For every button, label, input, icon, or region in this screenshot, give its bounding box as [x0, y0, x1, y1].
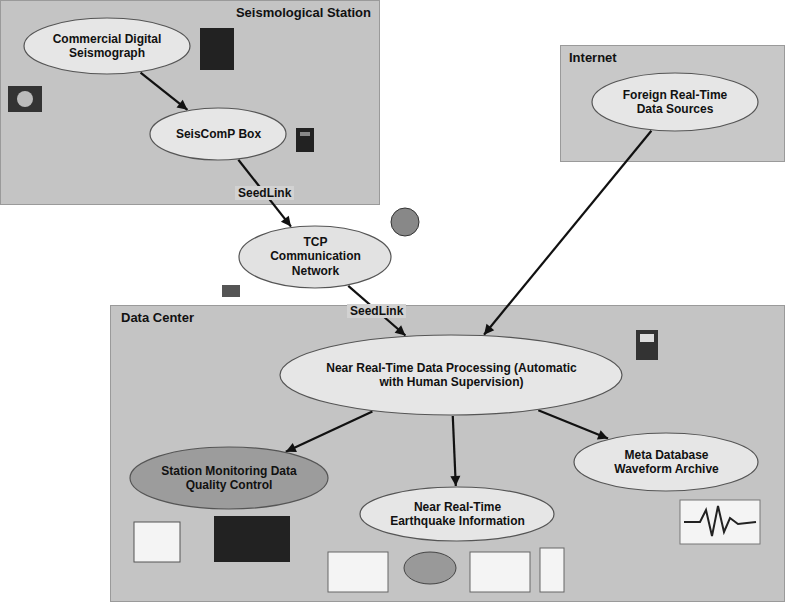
node-text: Station Monitoring Data Quality Control — [153, 464, 305, 493]
node-label: SeisComP Box — [166, 127, 271, 141]
waveform-icon — [680, 500, 760, 544]
region-panel: Data CenterNear Real-Time Data Processin… — [110, 305, 785, 602]
arrow-head — [597, 430, 608, 439]
earthquake-info-icons — [328, 548, 564, 592]
region-panel: Seismological StationCommercial Digital … — [0, 0, 380, 205]
node-label: Station Monitoring Data Quality Control — [153, 464, 305, 493]
arrow-head — [395, 325, 406, 335]
arrow-head — [281, 216, 291, 227]
arrow-head — [177, 100, 188, 110]
region-title: Seismological Station — [236, 5, 371, 20]
process-ellipse: TCP Communication Network — [238, 225, 392, 289]
data-flow-arrow — [286, 411, 373, 451]
process-ellipse: Meta Database Waveform Archive — [573, 432, 759, 492]
computer-icon — [636, 330, 658, 360]
network-icons — [222, 208, 419, 297]
monitor-icons — [134, 516, 290, 562]
data-flow-arrow — [141, 73, 188, 110]
arrow-head — [450, 476, 460, 486]
data-flow-arrow — [453, 416, 456, 486]
process-ellipse: Near Real-Time Data Processing (Automati… — [279, 334, 623, 416]
process-ellipse: Near Real-Time Earthquake Information — [359, 486, 555, 542]
protocol-label: SeedLink — [235, 186, 294, 200]
protocol-label: SeedLink — [347, 304, 406, 318]
node-label: Foreign Real-Time Data Sources — [611, 88, 739, 117]
process-ellipse: Station Monitoring Data Quality Control — [129, 446, 329, 510]
node-label: Commercial Digital Seismograph — [43, 32, 171, 61]
region-panel: InternetForeign Real-Time Data Sources — [560, 45, 785, 162]
node-label: Near Real-Time Earthquake Information — [383, 500, 532, 529]
node-label: Meta Database Waveform Archive — [596, 448, 737, 477]
process-ellipse: Commercial Digital Seismograph — [23, 17, 191, 75]
arrow-head — [286, 443, 297, 452]
process-ellipse: SeisComP Box — [149, 107, 287, 161]
node-text: Commercial Digital Seismograph — [43, 32, 171, 61]
data-flow-arrow — [538, 410, 608, 438]
node-text: Near Real-Time Data Processing (Automati… — [321, 361, 582, 390]
node-text: TCP Communication Network — [257, 235, 374, 278]
arrow-head — [484, 324, 494, 335]
seiscomp-box-icon — [296, 128, 314, 152]
region-title: Internet — [569, 50, 617, 65]
node-text: SeisComP Box — [166, 127, 271, 141]
node-text: Meta Database Waveform Archive — [596, 448, 737, 477]
data-flow-arrow — [484, 131, 651, 335]
node-text: Near Real-Time Earthquake Information — [383, 500, 532, 529]
region-title: Data Center — [121, 310, 194, 325]
node-label: TCP Communication Network — [257, 235, 374, 278]
seismograph-icon — [8, 28, 234, 112]
node-text: Foreign Real-Time Data Sources — [611, 88, 739, 117]
node-label: Near Real-Time Data Processing (Automati… — [321, 361, 582, 390]
process-ellipse: Foreign Real-Time Data Sources — [591, 72, 759, 132]
